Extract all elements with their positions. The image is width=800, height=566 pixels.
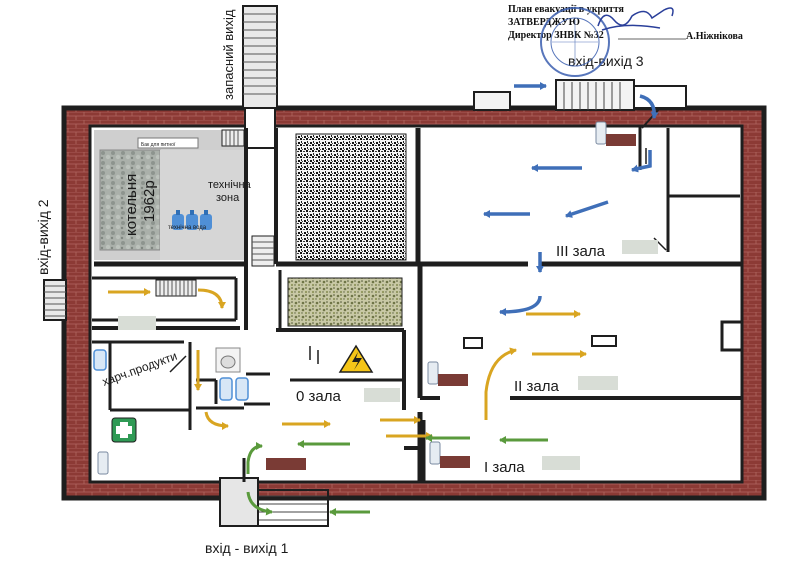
pillar bbox=[463, 337, 483, 349]
label-plates bbox=[118, 240, 658, 470]
exit-2-label: вхід-вихід 2 bbox=[35, 199, 51, 275]
water-bottle-icon bbox=[93, 349, 249, 401]
evacuation-arrows-yellow bbox=[108, 288, 587, 440]
sink-icon bbox=[215, 347, 241, 373]
stamp-seal bbox=[540, 7, 610, 77]
water-bottle-icon bbox=[172, 210, 212, 230]
pillar bbox=[591, 335, 617, 347]
hall-1-label: І зала bbox=[484, 459, 525, 476]
tech-zone-line1: технічна bbox=[208, 179, 252, 191]
approval-line2: ЗАТВЕРДЖУЮ bbox=[508, 17, 580, 28]
signature bbox=[597, 7, 674, 31]
approval-signer: А.Ніжнікова bbox=[686, 31, 743, 42]
gravel-area bbox=[287, 277, 403, 327]
approval-block: План евакуації в укриття ЗАТВЕРДЖУЮ Дире… bbox=[508, 4, 743, 77]
boiler-label-line1: котельня bbox=[123, 174, 140, 236]
hall-2-label: ІІ зала bbox=[514, 378, 559, 395]
boiler-label-line2: 1962р bbox=[141, 180, 158, 222]
technical-zone: технічна зона технічна вода bbox=[160, 150, 252, 260]
tank-note: Бак для питної bbox=[141, 142, 176, 148]
hall-0-label: 0 зала bbox=[296, 388, 341, 405]
food-stairs bbox=[155, 279, 197, 297]
first-aid-icon bbox=[111, 417, 137, 443]
spare-exit-stairs: запасний вихід bbox=[221, 5, 278, 149]
exit-3-stairs: вхід-вихід 3 bbox=[473, 53, 687, 111]
tech-zone-line2: зона bbox=[216, 192, 240, 204]
spare-exit-label: запасний вихід bbox=[221, 9, 236, 100]
boiler-stairs bbox=[221, 129, 275, 267]
ventilation-block bbox=[295, 133, 407, 261]
evacuation-arrows-green bbox=[246, 434, 548, 516]
electric-hazard-icon bbox=[338, 344, 374, 373]
evacuation-arrows-blue bbox=[483, 82, 659, 316]
fire-extinguisher-icon bbox=[97, 121, 636, 475]
exit-1-label: вхід - вихід 1 bbox=[205, 540, 289, 556]
hall-3-label: ІІІ зала bbox=[556, 243, 606, 260]
exit-3-label: вхід-вихід 3 bbox=[568, 53, 644, 69]
exit-1-stairs: вхід - вихід 1 bbox=[205, 477, 329, 556]
tech-water-label: технічна вода bbox=[168, 225, 207, 231]
approval-line3: Директор ЗНВК №32 bbox=[508, 30, 604, 41]
exit-2-stairs: вхід-вихід 2 bbox=[35, 199, 67, 321]
